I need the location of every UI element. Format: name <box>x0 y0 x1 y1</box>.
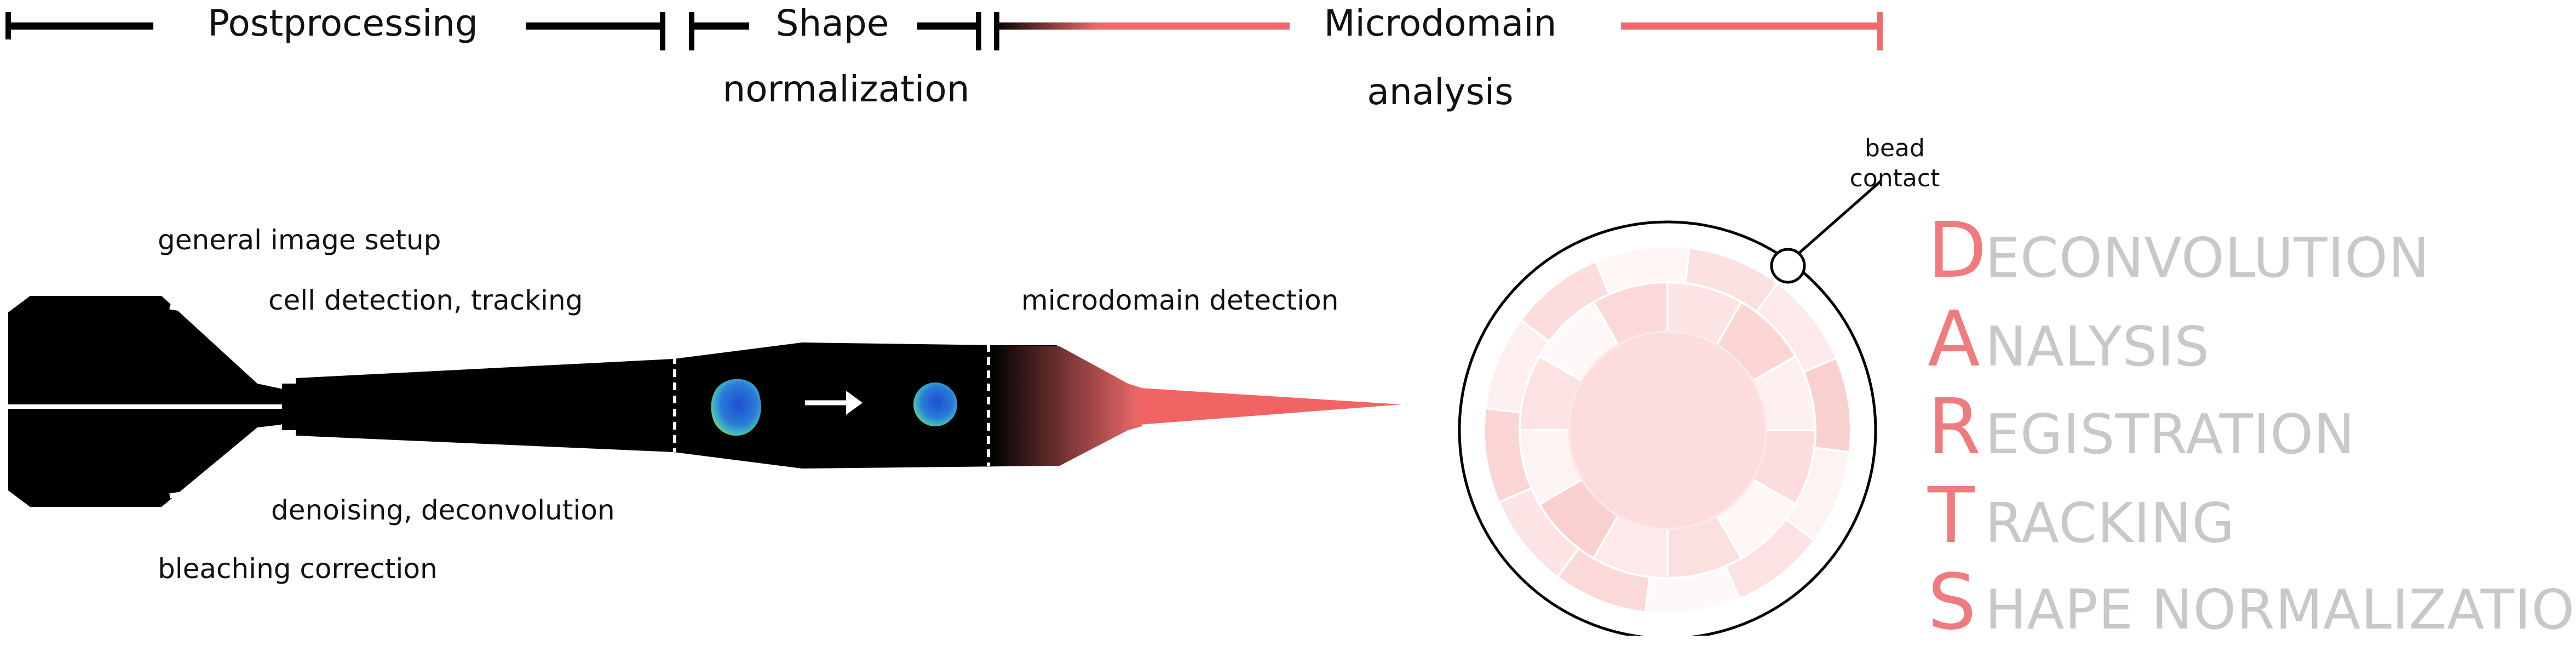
postprocessing-bar-left <box>5 22 153 30</box>
acronym-word-s: HAPE NORMALIZATION <box>1985 578 2576 642</box>
stage-shape-label-line1: Shape <box>776 2 889 44</box>
dart-flight-highlight-lower <box>169 422 286 499</box>
micro-cap-left <box>994 12 999 50</box>
darts-diagram: Postprocessing Shape normalization Micro… <box>5 2 1940 636</box>
dart-flight-highlight-upper <box>169 304 287 389</box>
step-general-label: general image setup <box>158 224 441 256</box>
dart-nose <box>991 345 1142 466</box>
dartboard-segment <box>1594 245 1691 296</box>
micro-bar-right <box>1621 22 1881 30</box>
postprocessing-bar-right <box>526 22 665 30</box>
acronym-row-r: REGISTRATION <box>1928 386 2355 469</box>
acronym-row-a: ANALYSIS <box>1928 299 2210 381</box>
step-cell-label: cell detection, tracking <box>268 284 583 316</box>
stage-shape-label-line2: normalization <box>722 68 969 110</box>
dartboard: bead contact <box>1458 134 1940 636</box>
stage-postprocessing-label: Postprocessing <box>208 2 478 44</box>
step-bleach-label: bleaching correction <box>158 553 438 585</box>
shape-bar-right <box>917 22 980 30</box>
micro-cap-right <box>1877 12 1883 50</box>
bead-contact-pointer <box>1798 180 1882 254</box>
acronym-letter-r: R <box>1928 382 1981 472</box>
acronym-word-t: RACKING <box>1985 491 2235 555</box>
acronym-word-r: EGISTRATION <box>1985 402 2355 466</box>
dartboard-bullseye <box>1568 330 1767 530</box>
acronym-letter-t: T <box>1928 471 1975 561</box>
cell-before <box>711 379 761 436</box>
stage-micro-label-line2: analysis <box>1367 71 1513 113</box>
dart-shaft <box>296 342 1057 469</box>
shape-cap-left <box>689 12 694 50</box>
acronym-letter-s: S <box>1928 558 1976 647</box>
bead-contact-label-line2: contact <box>1850 164 1940 192</box>
postprocessing-cap-right <box>660 12 665 50</box>
step-denoise-label: denoising, deconvolution <box>271 494 615 526</box>
micro-bar-left <box>994 22 1290 30</box>
dart-tip <box>1139 388 1402 425</box>
dart <box>8 296 1402 507</box>
dart-flight-lower <box>8 406 296 507</box>
step-micro-label: microdomain detection <box>1021 284 1338 316</box>
acronym-word-d: ECONVOLUTION <box>1985 226 2430 290</box>
acronym-row-d: DECONVOLUTION <box>1928 210 2430 292</box>
cell-after <box>913 382 957 426</box>
acronym-letter-a: A <box>1928 295 1980 384</box>
dartboard-segments <box>1483 245 1852 615</box>
normalization-arrow-head <box>846 391 863 415</box>
bead-contact-label-line1: bead <box>1865 134 1925 162</box>
bead-contact-marker <box>1770 248 1806 284</box>
shape-bar-left <box>689 22 749 30</box>
acronym-word-a: NALYSIS <box>1985 315 2210 379</box>
timeline: Postprocessing Shape normalization Micro… <box>5 2 1883 113</box>
shape-cap-right <box>976 12 981 50</box>
acronym-letter-d: D <box>1928 206 1987 295</box>
dart-flight-upper <box>8 296 296 408</box>
stage-micro-label-line1: Microdomain <box>1324 2 1557 44</box>
